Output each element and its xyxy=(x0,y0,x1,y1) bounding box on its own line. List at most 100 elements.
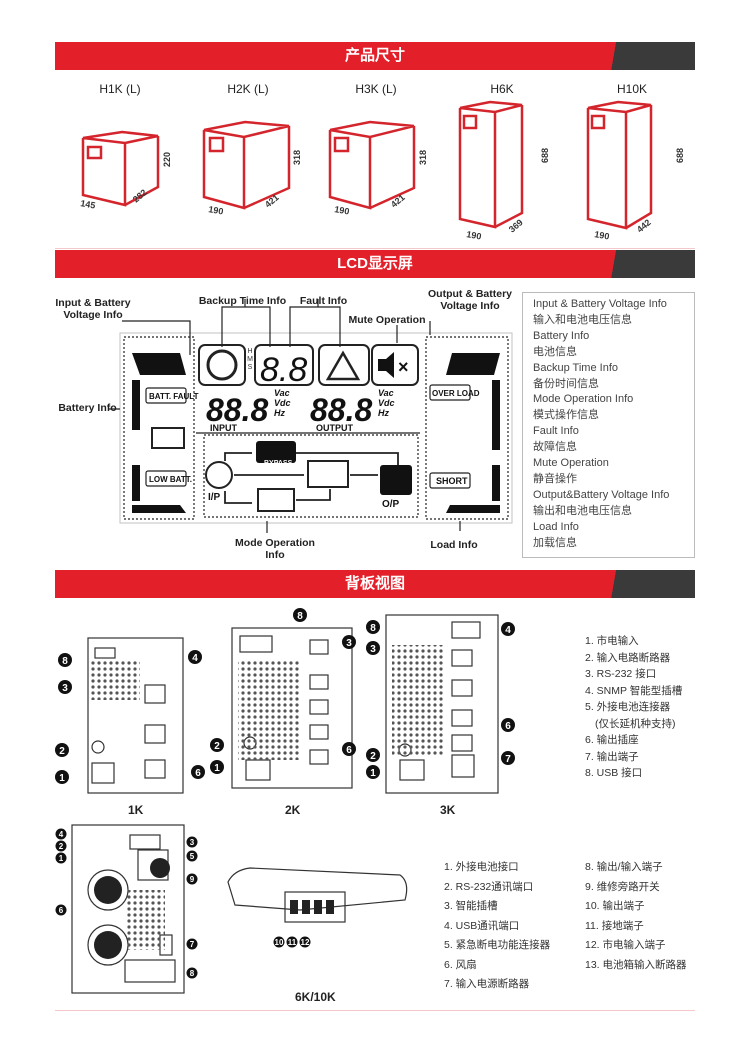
legend-item: 备份时间信息 xyxy=(533,377,599,390)
batt-fault-indicator: BATT. FAULT xyxy=(149,392,199,401)
marker: 8 xyxy=(370,623,376,634)
legend-item: 12. 市电输入端子 xyxy=(585,939,666,951)
backup-time-digits: 8.8 xyxy=(260,351,307,389)
marker: 1 xyxy=(214,763,220,774)
rear-legend-small: 1. 市电输入 2. 输入电路断路器 3. RS-232 接口 4. SNMP … xyxy=(585,633,682,782)
dim-width: 190 xyxy=(208,204,225,216)
marker: 6 xyxy=(195,768,201,779)
marker: 2 xyxy=(214,741,220,752)
dim-height: 318 xyxy=(292,150,302,165)
rear-legend-large-right: 8. 输出/输入端子 9. 维修旁路开关 10. 输出端子 11. 接地端子 1… xyxy=(585,858,687,975)
marker: 1 xyxy=(59,773,65,784)
callout-mute: Mute Operation xyxy=(348,314,426,326)
dim-width: 190 xyxy=(334,204,351,216)
legend-item: 故障信息 xyxy=(533,441,577,454)
legend-item: 3. RS-232 接口 xyxy=(585,668,657,680)
legend-item: 2. 输入电路断路器 xyxy=(585,651,671,664)
legend-item: Fault Info xyxy=(533,425,579,438)
dim-height: 220 xyxy=(162,152,172,167)
legend-item: Mute Operation xyxy=(533,457,609,470)
marker: 1 xyxy=(59,854,64,863)
legend-item: Load Info xyxy=(533,520,579,533)
marker: 6 xyxy=(346,745,352,756)
model-label: H2K (L) xyxy=(227,82,269,96)
legend-item: Input & Battery Voltage Info xyxy=(533,298,667,310)
dim-height: 688 xyxy=(540,148,550,163)
marker: 5 xyxy=(190,852,195,861)
marker: 12 xyxy=(301,938,310,947)
dim-width: 190 xyxy=(594,229,611,241)
model-label: H3K (L) xyxy=(355,82,397,96)
legend-item: 模式操作信息 xyxy=(533,409,599,422)
rear-legend-large-left: 1. 外接电池接口 2. RS-232通讯端口 3. 智能插槽 4. USB通讯… xyxy=(444,858,550,995)
dim-height: 688 xyxy=(675,148,685,163)
rear-panel-drawings: 8 3 4 2 6 1 8 3 2 1 6 8 3 4 6 2 1 7 4 2 … xyxy=(55,608,515,994)
legend-item: 10. 输出端子 xyxy=(585,900,645,912)
mute-icon: × xyxy=(398,357,409,377)
hms-label: HMS xyxy=(247,348,253,371)
dimension-drawings: 145 282 220 190 421 318 190 421 318 190 … xyxy=(80,100,685,242)
callout-battery: Battery Info xyxy=(58,402,117,414)
marker: 8 xyxy=(190,969,195,978)
marker: 6 xyxy=(59,906,64,915)
legend-item: 1. 外接电池接口 xyxy=(444,861,519,873)
lcd-screen: BATT. FAULT LOW BATT. OVER LOAD SHORT 8.… xyxy=(108,299,513,533)
marker: 7 xyxy=(190,940,195,949)
marker: 2 xyxy=(370,751,376,762)
legend-item: 6. 输出插座 xyxy=(585,734,639,746)
callout-fault: Fault Info xyxy=(299,295,348,307)
callout-output-battery: Output & Battery Voltage Info xyxy=(428,288,512,312)
output-units: Vac Vdc Hz xyxy=(378,388,395,418)
model-label: H10K xyxy=(616,82,648,96)
dim-depth: 282 xyxy=(131,187,149,204)
marker: 3 xyxy=(62,683,68,694)
legend-item: 9. 维修旁路开关 xyxy=(585,880,660,893)
legend-item: 5. 外接电池连接器 xyxy=(585,701,671,713)
low-batt-indicator: LOW BATT. xyxy=(149,475,192,484)
dim-depth: 421 xyxy=(389,192,407,209)
short-indicator: SHORT xyxy=(436,476,468,486)
marker: 8 xyxy=(297,611,303,622)
callout-load: Load Info xyxy=(430,539,478,551)
legend-item: 加载信息 xyxy=(533,536,577,549)
marker: 9 xyxy=(190,875,195,884)
bypass-label: BYPASS xyxy=(264,460,293,467)
legend-item: 8. 输出/输入端子 xyxy=(585,861,663,873)
op-label: O/P xyxy=(382,499,400,510)
marker: 2 xyxy=(59,746,65,757)
legend-item: Battery Info xyxy=(533,329,590,342)
marker: 3 xyxy=(346,638,352,649)
legend-item: 7. 输出端子 xyxy=(585,750,639,763)
caption-3k: 3K xyxy=(440,803,456,817)
dim-width: 145 xyxy=(80,198,97,210)
dimensions-banner: 产品尺寸 xyxy=(55,42,695,70)
lcd-legend: Input & Battery Voltage Info 输入和电池电压信息 B… xyxy=(522,292,695,558)
input-units: Vac Vdc Hz xyxy=(274,388,291,418)
marker: 8 xyxy=(62,656,68,667)
legend-item: 静音操作 xyxy=(533,472,577,485)
legend-item: 4. USB通讯端口 xyxy=(444,919,520,932)
legend-item: 3. 智能插槽 xyxy=(444,900,498,912)
marker: 2 xyxy=(59,842,64,851)
legend-item: 7. 输入电源断路器 xyxy=(444,978,530,990)
legend-item: 电池信息 xyxy=(533,345,577,358)
marker: 4 xyxy=(59,830,64,839)
rear-banner: 背板视图 xyxy=(55,570,695,598)
marker: 6 xyxy=(505,721,511,732)
legend-item: 8. USB 接口 xyxy=(585,767,643,779)
legend-item: 4. SNMP 智能型插槽 xyxy=(585,684,683,697)
divider xyxy=(55,1010,695,1011)
output-digits: 88.8 xyxy=(310,392,372,428)
dim-height: 318 xyxy=(418,150,428,165)
model-label: H6K xyxy=(490,82,514,96)
marker: 3 xyxy=(370,644,376,655)
caption-1k: 1K xyxy=(128,803,144,817)
output-label: OUTPUT xyxy=(316,423,354,433)
caption-2k: 2K xyxy=(285,803,301,817)
dim-depth: 421 xyxy=(263,192,281,209)
input-digits: 88.8 xyxy=(206,392,268,428)
input-label: INPUT xyxy=(210,423,238,433)
callout-mode: Mode Operation Info xyxy=(235,537,315,561)
legend-item: 11. 接地端子 xyxy=(585,919,644,932)
legend-item: Output&Battery Voltage Info xyxy=(533,488,670,501)
